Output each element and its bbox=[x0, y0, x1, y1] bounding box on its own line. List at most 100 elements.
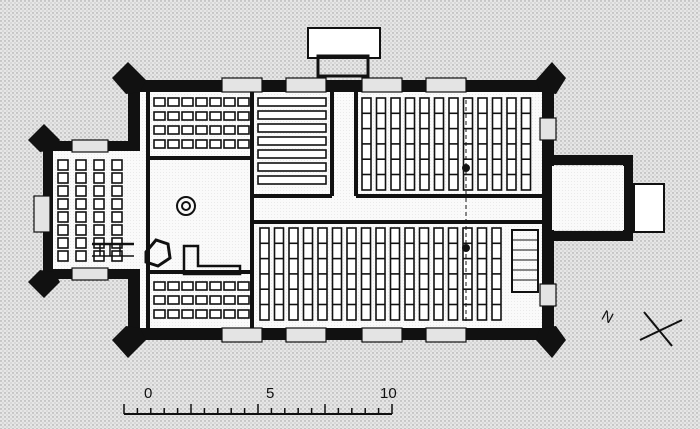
pew-seat bbox=[167, 97, 180, 107]
scale-label-5: 5 bbox=[266, 385, 274, 402]
annex-seat bbox=[111, 159, 123, 171]
pew-seat bbox=[195, 295, 208, 305]
bench bbox=[257, 110, 327, 120]
annex-seat bbox=[93, 224, 105, 236]
pew-seat bbox=[195, 139, 208, 149]
annex-seat bbox=[111, 211, 123, 223]
annex-seat bbox=[93, 185, 105, 197]
east-porch-floor bbox=[552, 166, 624, 230]
pew-seat bbox=[223, 111, 236, 121]
pew-seat bbox=[237, 309, 250, 319]
annex-seat bbox=[75, 237, 87, 249]
pew-seat bbox=[167, 281, 180, 291]
pew-seat bbox=[209, 111, 222, 121]
pew-seat bbox=[181, 125, 194, 135]
interior-partitions bbox=[146, 92, 542, 328]
annex-seat bbox=[75, 224, 87, 236]
annex-seat bbox=[111, 224, 123, 236]
north-arrow-line bbox=[643, 311, 673, 347]
annex-seat bbox=[75, 185, 87, 197]
pew-seat bbox=[209, 139, 222, 149]
pew-seat bbox=[237, 295, 250, 305]
pulpit bbox=[144, 238, 172, 268]
east-stair bbox=[511, 229, 539, 293]
annex-seat bbox=[93, 211, 105, 223]
pew-seat bbox=[237, 281, 250, 291]
pew-seat bbox=[223, 139, 236, 149]
annex-seat bbox=[57, 250, 69, 262]
pew-seat bbox=[153, 97, 166, 107]
pew-seat bbox=[195, 281, 208, 291]
annex-seat bbox=[93, 198, 105, 210]
pews-group bbox=[57, 97, 532, 321]
annex-seat bbox=[57, 198, 69, 210]
pew-seat bbox=[181, 309, 194, 319]
annex-seat bbox=[93, 172, 105, 184]
pew-seat bbox=[181, 295, 194, 305]
pew-seat bbox=[237, 125, 250, 135]
buttress-w-top bbox=[28, 124, 60, 152]
annex-seat bbox=[93, 159, 105, 171]
annex-seat bbox=[111, 185, 123, 197]
pew-seat bbox=[195, 97, 208, 107]
pew-seat bbox=[181, 139, 194, 149]
pew-seat bbox=[195, 125, 208, 135]
bench bbox=[257, 136, 327, 146]
pew-seat bbox=[209, 97, 222, 107]
pew-seat bbox=[195, 309, 208, 319]
pew-seat bbox=[223, 281, 236, 291]
pew-seat bbox=[223, 97, 236, 107]
pew-seat bbox=[181, 97, 194, 107]
pew-seat bbox=[195, 111, 208, 121]
annex-seat bbox=[75, 159, 87, 171]
pew-seat bbox=[167, 111, 180, 121]
pew-seat bbox=[153, 111, 166, 121]
pew-seat bbox=[209, 125, 222, 135]
bench bbox=[257, 97, 327, 107]
scale-bar: 0 5 10 bbox=[123, 385, 397, 415]
scale-label-10: 10 bbox=[380, 385, 397, 402]
wall-openings bbox=[33, 77, 557, 343]
pew-seat bbox=[237, 139, 250, 149]
buttress-sw bbox=[112, 326, 146, 358]
east-porch-wall bbox=[548, 155, 633, 241]
pew-seat bbox=[153, 309, 166, 319]
annex-seat bbox=[57, 237, 69, 249]
buttress-se bbox=[536, 326, 566, 358]
pew-seat bbox=[209, 309, 222, 319]
scale-label-0: 0 bbox=[144, 385, 152, 402]
pew-seat bbox=[153, 281, 166, 291]
bench bbox=[257, 175, 327, 185]
annex-seat bbox=[111, 172, 123, 184]
annex-seat bbox=[75, 198, 87, 210]
pew-seat bbox=[167, 139, 180, 149]
annex-seat bbox=[75, 250, 87, 262]
pew-seat bbox=[223, 295, 236, 305]
north-porch bbox=[307, 27, 381, 59]
pew-seat bbox=[153, 139, 166, 149]
annex-seat bbox=[57, 172, 69, 184]
annex-seat bbox=[57, 211, 69, 223]
altar-rail bbox=[182, 244, 242, 276]
pew-seat bbox=[181, 111, 194, 121]
annex-seat bbox=[57, 224, 69, 236]
annex-seat bbox=[75, 211, 87, 223]
buttress-ne bbox=[536, 62, 566, 94]
chancel-details bbox=[92, 100, 539, 322]
pew-seat bbox=[223, 309, 236, 319]
annex-seat bbox=[57, 159, 69, 171]
pew-seat bbox=[237, 111, 250, 121]
bench bbox=[257, 149, 327, 159]
font-circle bbox=[176, 196, 196, 216]
pew-seat bbox=[181, 281, 194, 291]
buttress-w-bottom bbox=[28, 270, 60, 298]
pew-seat bbox=[223, 125, 236, 135]
annex-seat bbox=[75, 172, 87, 184]
corner-buttresses bbox=[28, 62, 566, 358]
buttress-nw bbox=[112, 62, 146, 94]
bench bbox=[257, 162, 327, 172]
north-porch-step bbox=[316, 54, 370, 78]
pew-seat bbox=[167, 309, 180, 319]
